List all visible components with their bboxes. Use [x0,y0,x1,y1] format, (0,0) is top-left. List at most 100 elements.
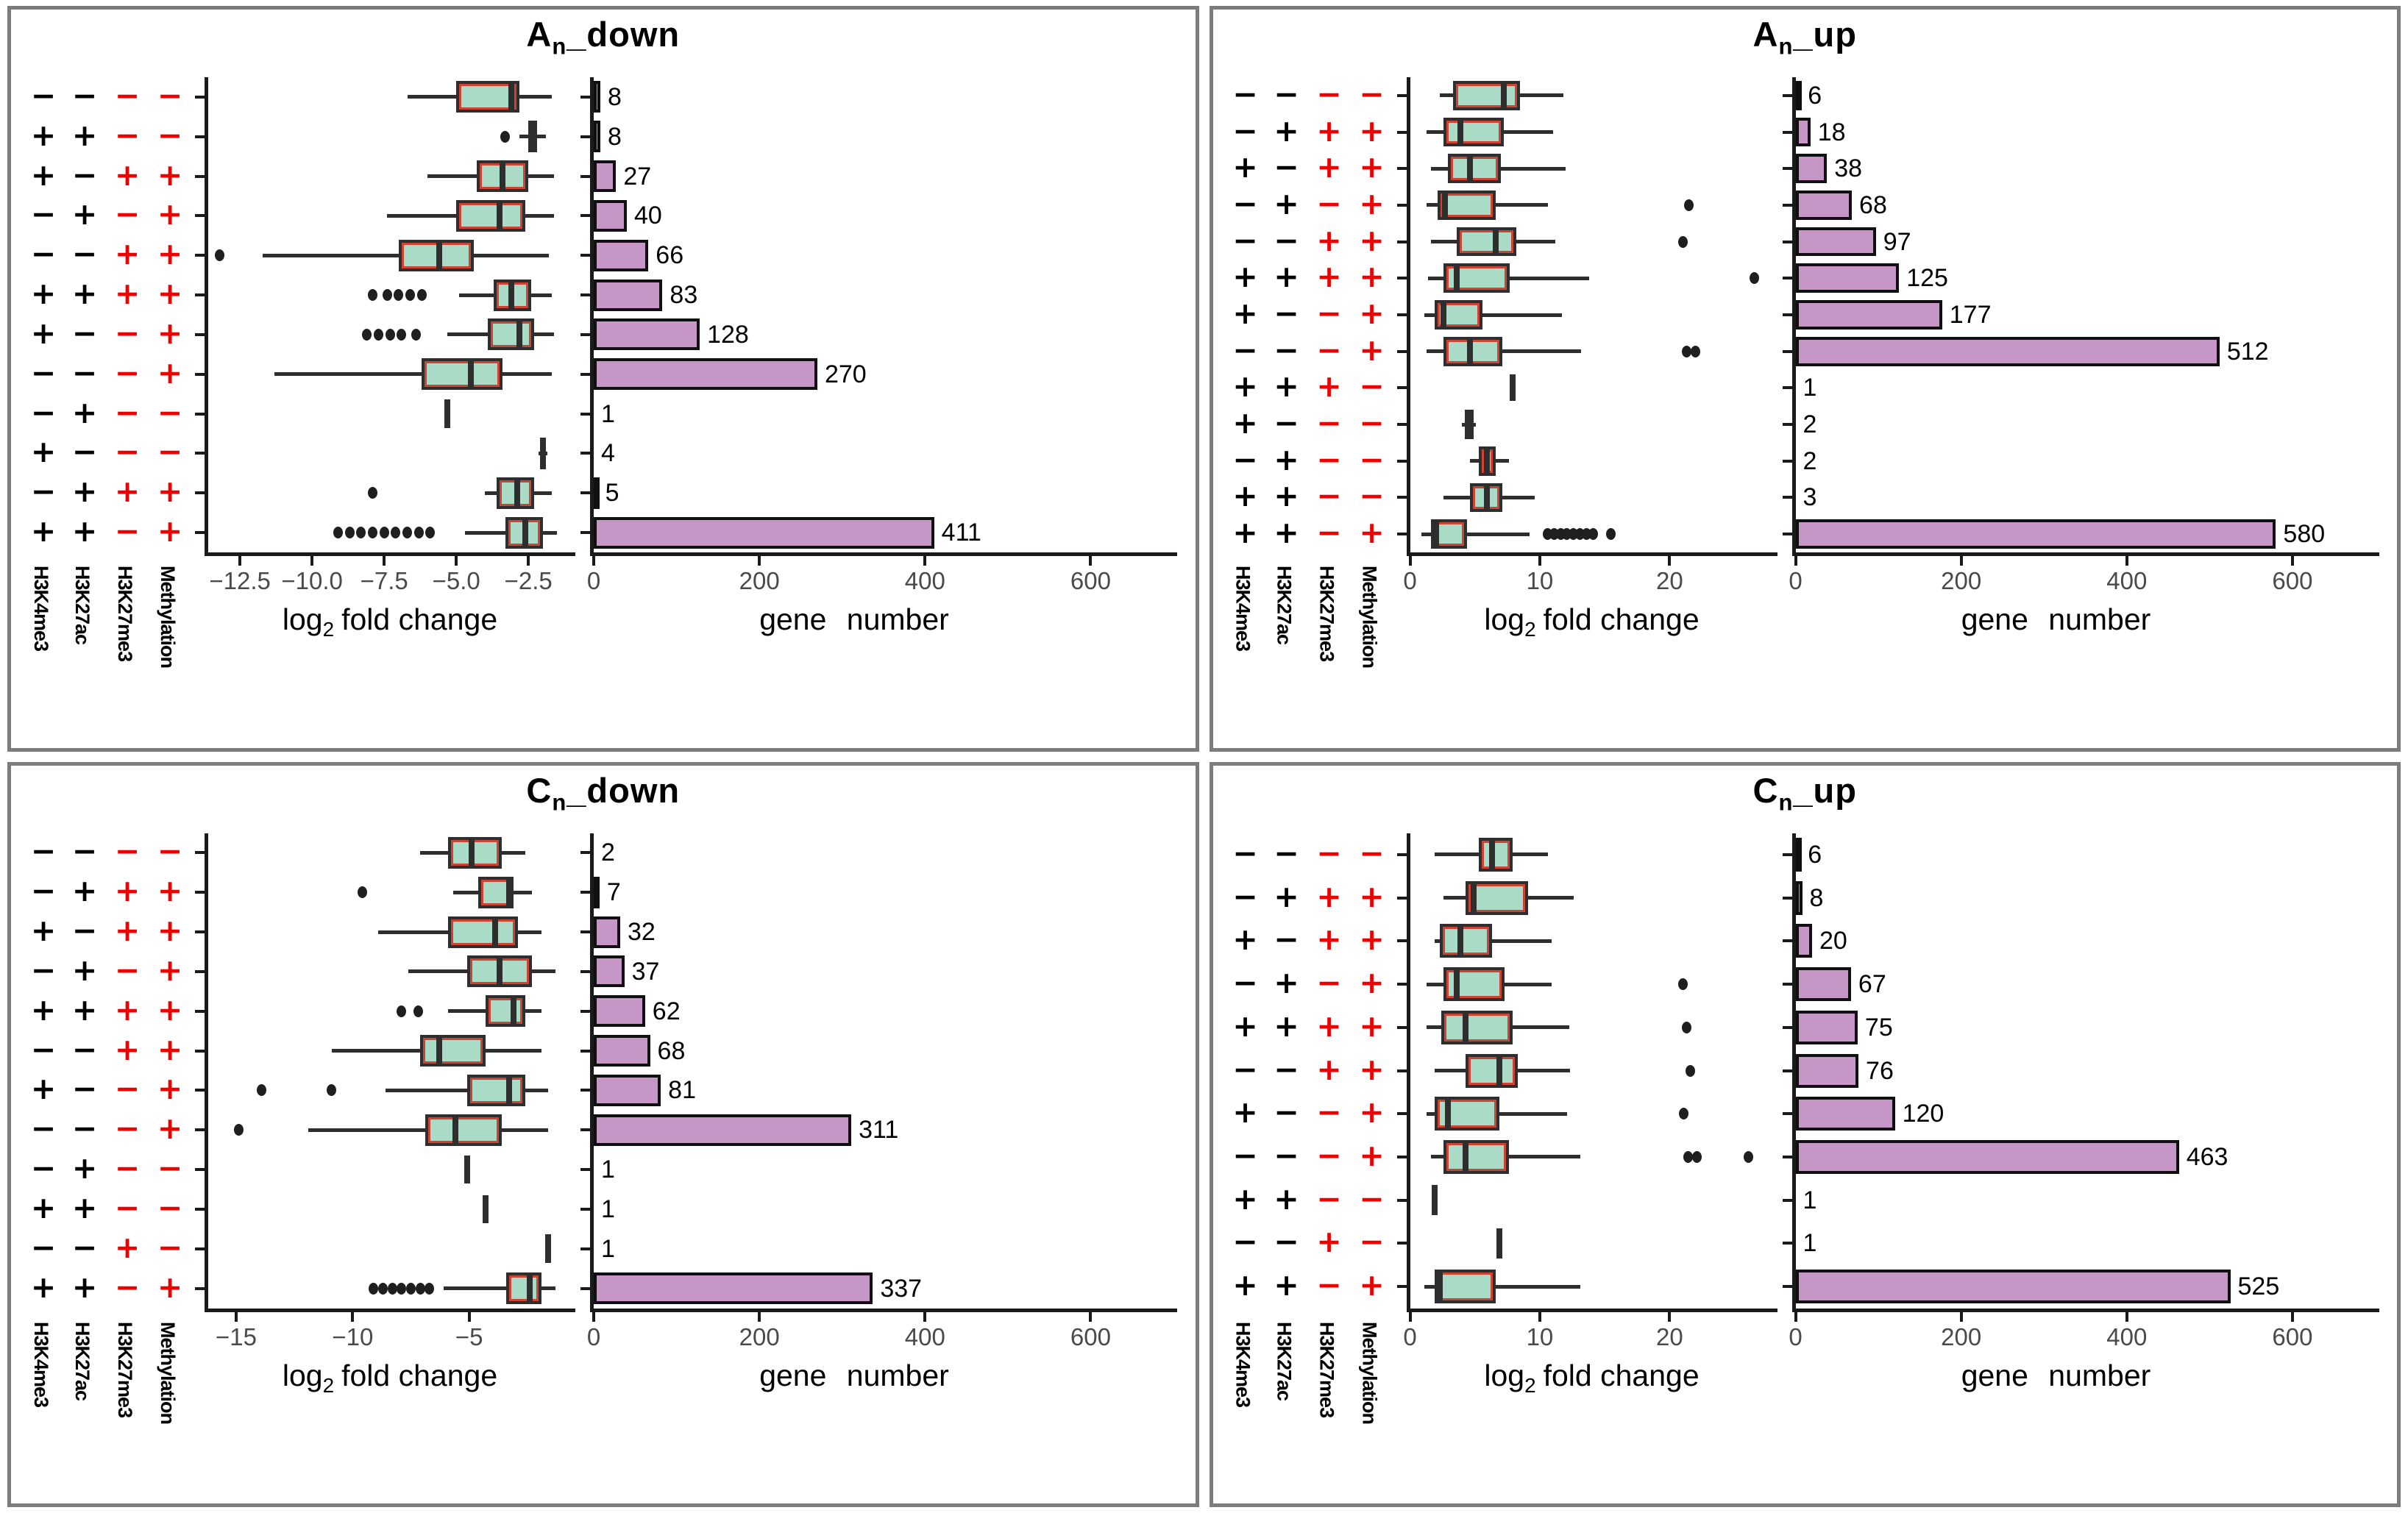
box [456,199,526,232]
column-label-methylation: Methylation [157,1321,179,1424]
y-tick [580,969,590,973]
y-tick [1396,1242,1407,1245]
gene-count-label: 4 [601,439,615,468]
y-tick [1396,93,1407,97]
median-line [496,955,502,988]
axis-title-log: log [282,602,323,636]
median-line [508,279,514,311]
x-tick-label: 0 [1789,567,1803,594]
axis-title-fold-suffix: fold change [1543,1358,1700,1392]
x-tick [1794,556,1797,566]
outlier-dot [387,1282,397,1295]
sign-minus: − [30,952,57,988]
sign-minus: − [157,117,183,153]
sign-plus: + [1274,478,1299,514]
median-line [1432,519,1439,549]
y-tick [195,452,205,455]
outlier-dot [397,1282,407,1295]
x-tick [1794,1311,1797,1322]
y-tick [580,1286,590,1290]
gene-count-label: 8 [608,82,622,111]
x-tick [1959,556,1963,566]
gene-count-label: 27 [623,162,652,191]
outlier-dot [362,328,372,341]
sign-minus: − [1359,76,1385,112]
sign-plus: + [1274,185,1299,221]
sign-minus: − [1316,405,1342,441]
sign-plus: + [71,992,98,1028]
gene-count-label: 76 [1866,1056,1894,1085]
outlier-dot [1686,1064,1696,1077]
y-tick [1396,1025,1407,1029]
axis-title-sub2: 2 [1524,1373,1536,1397]
sign-minus: − [71,1229,98,1265]
sign-plus: + [30,315,57,351]
gene-bar [594,1035,650,1067]
y-tick [1782,203,1792,207]
sign-plus: + [157,474,183,510]
sign-minus: − [30,833,57,869]
sign-minus: − [71,236,98,272]
sign-minus: − [71,157,98,193]
panel-title: Cn_down [11,770,1196,816]
box [1447,154,1501,184]
gene-bar [594,358,817,391]
gene-count-label: 8 [1809,883,1824,912]
box [506,1272,541,1305]
median-line [510,995,516,1028]
outlier-dot [411,328,421,341]
sign-minus: − [1316,76,1342,112]
x-tick [2125,556,2128,566]
sign-plus: + [1274,369,1299,405]
outlier-dot [416,289,427,302]
sign-plus: + [1316,149,1342,185]
box [1479,837,1513,872]
gene-count-label: 81 [668,1076,696,1105]
x-tick-label: 10 [1526,567,1554,594]
sign-minus: − [114,355,141,391]
y-tick [195,930,205,934]
outlier-dot [369,1282,379,1295]
x-tick [1668,1311,1672,1322]
y-tick [1782,386,1792,390]
sign-plus: + [157,513,183,549]
gene-bar [1795,300,1942,330]
gene-bar [1795,154,1828,184]
x-tick-label: 600 [1070,567,1111,594]
sign-minus: − [1316,964,1342,1000]
sign-minus: − [114,315,141,351]
y-tick [195,372,205,376]
sign-plus: + [114,474,141,510]
sign-plus: + [1232,1008,1258,1044]
y-tick [1782,423,1792,427]
gene-count-label: 270 [824,360,867,388]
gene-bar [594,876,600,908]
y-tick [195,531,205,535]
boxplot-x-axis [1406,552,1777,556]
sign-minus: − [1359,478,1385,514]
box [466,1074,525,1106]
sign-minus: − [1274,222,1299,258]
barplot-x-axis [1791,1308,2379,1312]
sign-minus: − [114,434,141,470]
outlier-dot [327,1084,337,1097]
x-tick-label: 200 [1941,1322,1982,1350]
box [1466,1053,1518,1088]
sign-plus: + [1359,332,1385,368]
whisker [274,372,552,377]
box [420,1035,486,1067]
sign-plus: + [157,1111,183,1147]
sign-plus: + [1232,1267,1258,1303]
median-line [1488,837,1495,872]
axis-title-sub2: 2 [322,1373,335,1397]
gene-count-label: 1 [601,1195,615,1223]
sign-plus: + [1274,441,1299,477]
axis-title-log: log [282,1358,323,1392]
barplot-y-axis [590,833,594,1309]
y-tick [1396,349,1407,353]
outlier-dot [367,527,377,539]
outlier-dot [415,1282,425,1295]
outlier-dot [344,527,355,539]
box [1443,336,1502,366]
